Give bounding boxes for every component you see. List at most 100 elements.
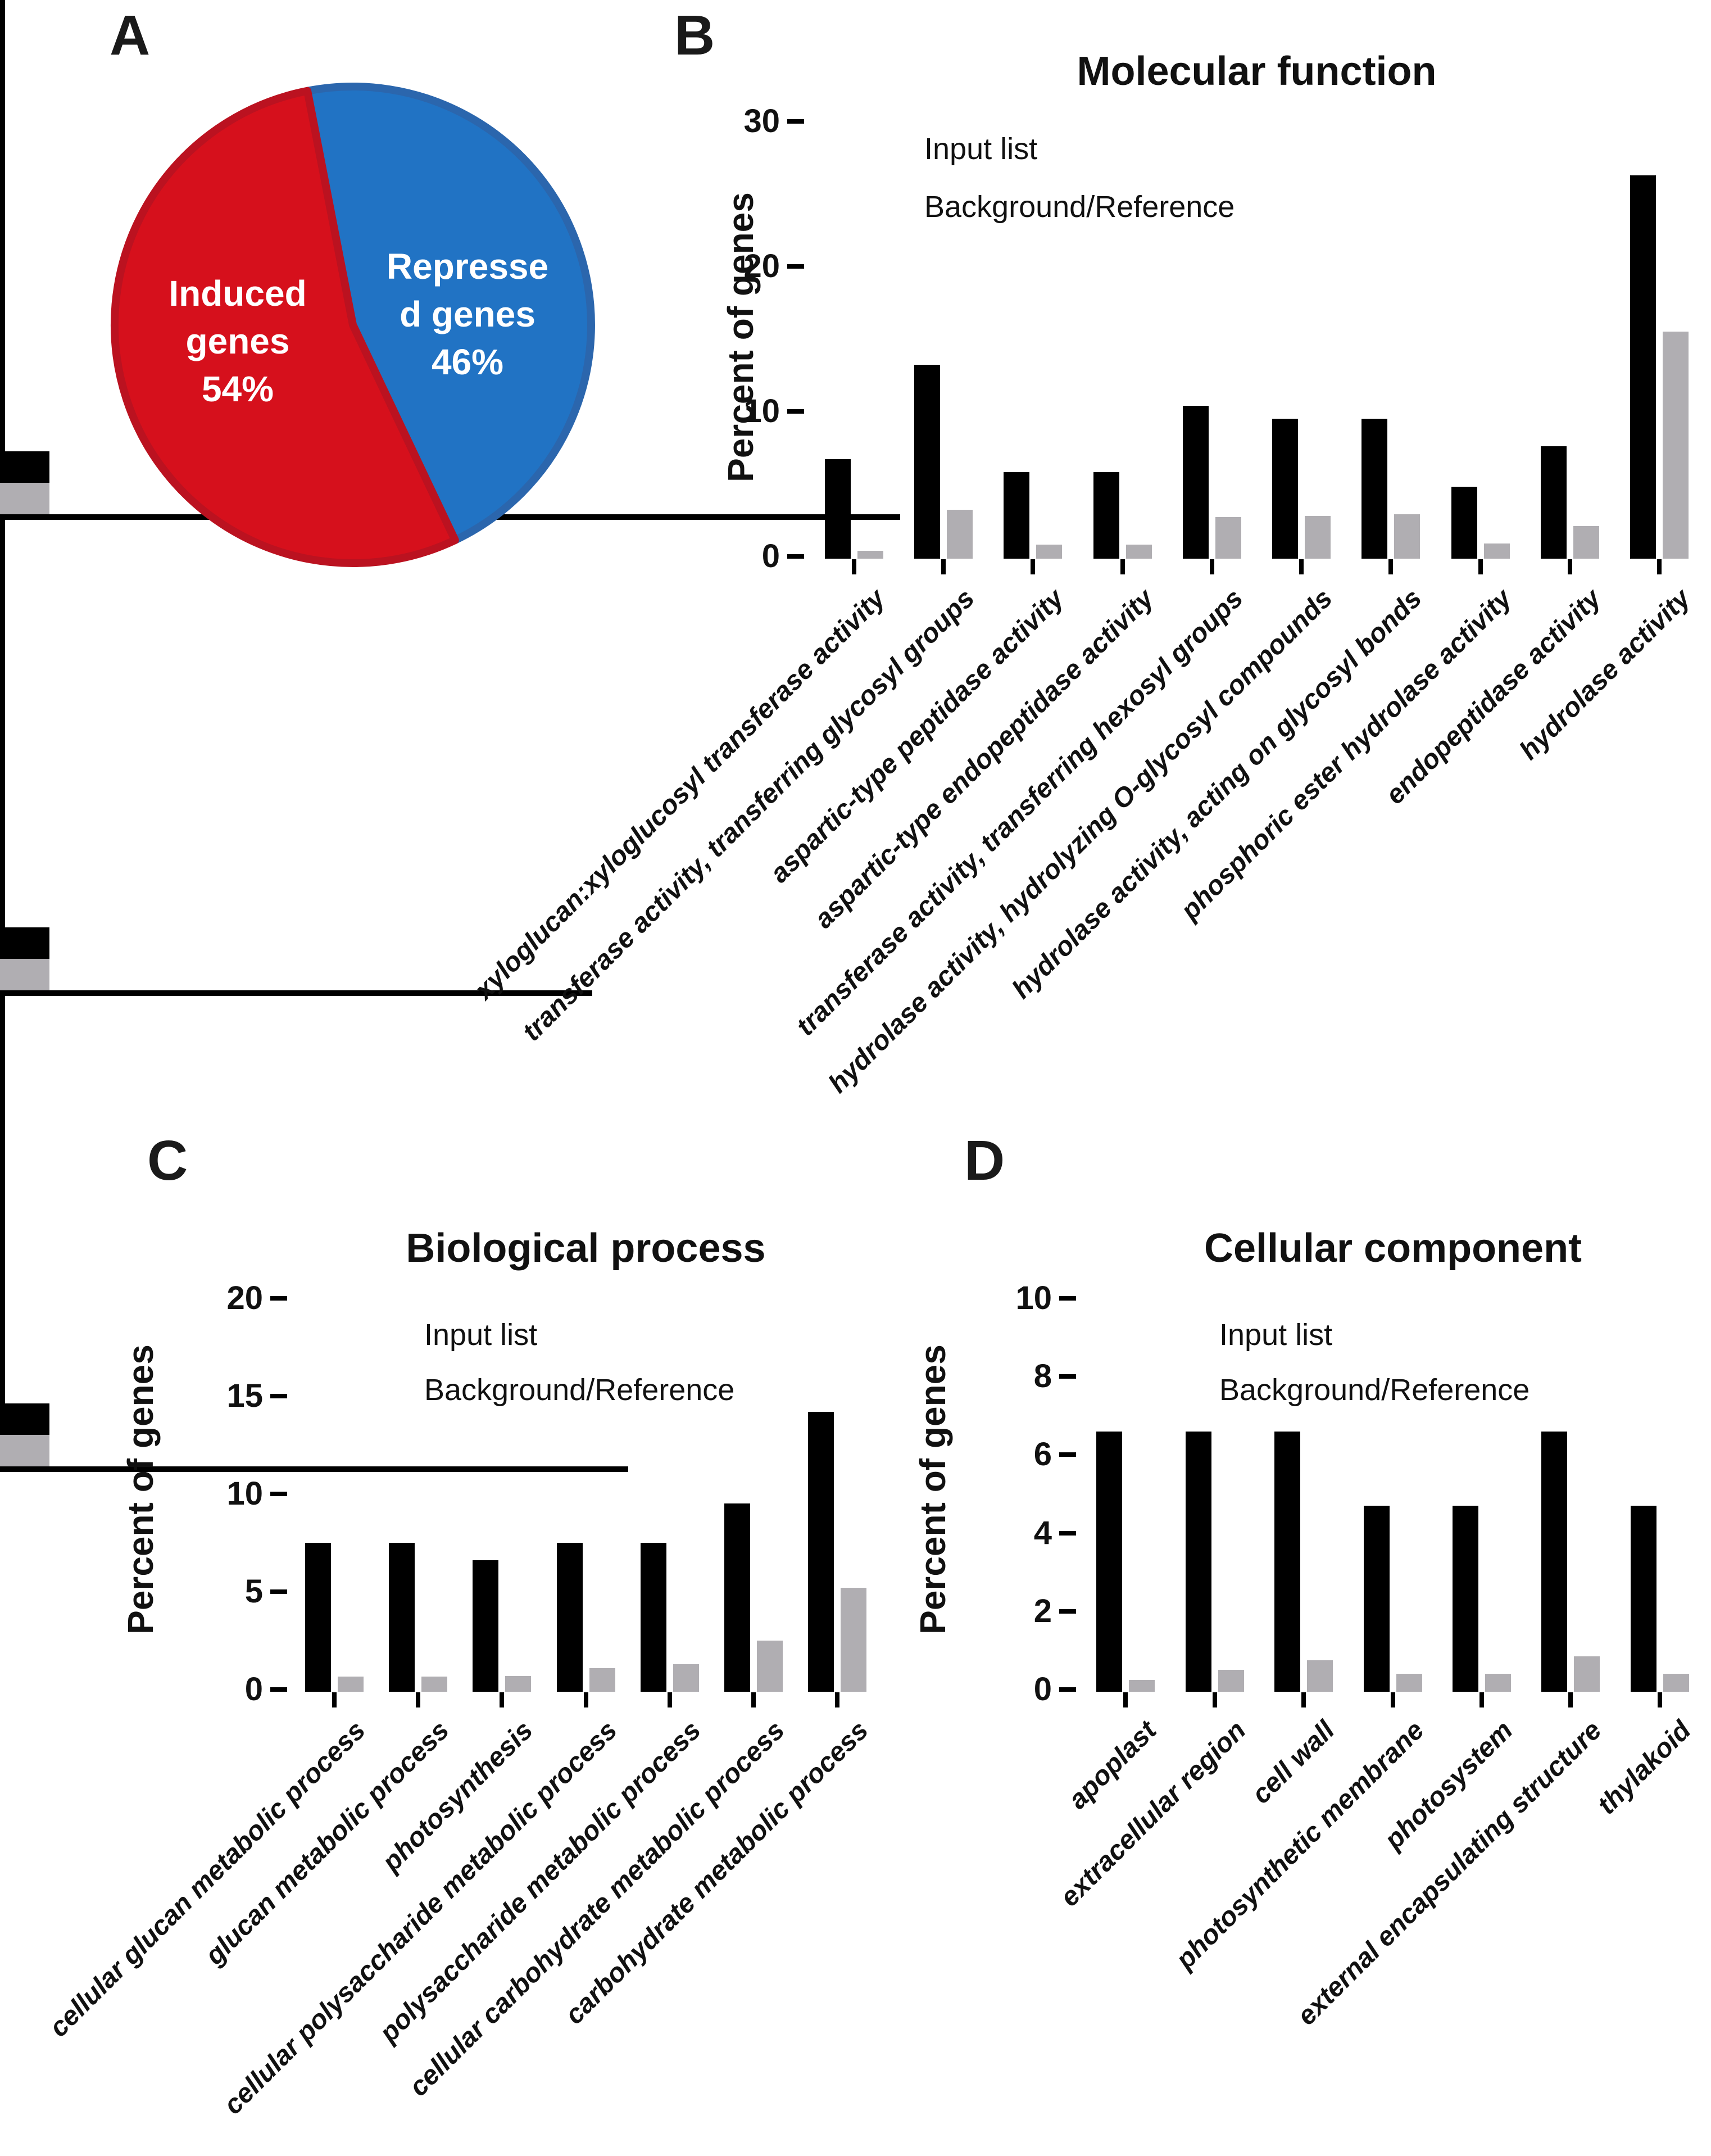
panel-c-ytick-label-0: 0 [244,1671,263,1707]
panel-c-xtick-1 [415,1692,420,1707]
panel-b-bar-background-8 [1573,526,1600,559]
panel-b-legend-swatch-input-list [0,451,49,483]
panel-c-bar-input-2 [473,1560,499,1692]
panel-b-bar-input-2 [1004,472,1030,559]
panel-c-bar-background-0 [337,1677,364,1692]
panel-d-xtick-1 [1212,1692,1217,1707]
panel-b-bar-input-3 [1093,472,1119,559]
panel-c-legend-swatch-input-list [0,927,49,959]
panel-c-ytick-0 [270,1687,287,1692]
panel-b-bar-background-9 [1663,332,1689,559]
panel-d-bar-background-5 [1574,1656,1600,1692]
panel-d-ytick-2 [1059,1609,1076,1614]
panel-c-bar-background-6 [841,1588,867,1692]
panel-d-ytick-10 [1059,1296,1076,1301]
panel-b-ytick-label-0: 0 [761,538,780,574]
panel-d-bar-input-2 [1274,1431,1301,1692]
panel-b-bar-input-7 [1451,487,1477,559]
panel-d-xtick-4 [1479,1692,1484,1707]
pie-slice-label-repressed-genes: Represse d genes 46% [386,246,549,382]
panel-c-bar-background-3 [589,1668,615,1692]
panel-b-bar-background-4 [1215,517,1241,559]
panel-d-xtick-2 [1301,1692,1306,1707]
panel-b-ytick-10 [787,409,804,414]
panel-c-ytick-5 [270,1589,287,1594]
panel-d-legend-swatch-background-reference [0,1435,49,1466]
panel-b-bar-background-3 [1125,545,1152,559]
panel-c-x-axis [0,990,592,996]
panel-b-xtick-8 [1568,559,1573,574]
panel-c-legend-label-background-reference: Background/Reference [424,1373,735,1407]
panel-c-ytick-label-15: 15 [226,1378,263,1414]
panel-d-ytick-label-8: 8 [1033,1358,1052,1395]
panel-b-xtick-9 [1657,559,1662,574]
panel-b-xtick-0 [851,559,856,574]
panel-c-bar-background-5 [757,1641,783,1692]
panel-d-bar-input-6 [1630,1505,1656,1692]
panel-b-xtick-2 [1031,559,1036,574]
panel-d-xtick-0 [1123,1692,1128,1707]
panel-d-xtick-5 [1568,1692,1573,1707]
panel-b-ytick-30 [787,119,804,124]
panel-c-y-axis [0,520,5,927]
panel-d-ytick-label-0: 0 [1033,1671,1052,1707]
panel-d-ytick-label-10: 10 [1015,1280,1052,1316]
panel-d-bar-input-5 [1541,1431,1568,1692]
panel-d-legend-label-background-reference: Background/Reference [1219,1373,1530,1407]
panel-b-ytick-0 [787,554,804,559]
panel-d-bar-background-6 [1663,1674,1689,1692]
panel-b-bar-input-6 [1361,418,1388,559]
panel-c-bar-background-2 [505,1675,532,1692]
panel-d-xtick-3 [1390,1692,1395,1707]
panel-b-bar-background-6 [1394,514,1420,559]
panel-b-xtick-5 [1299,559,1304,574]
panel-b-xtick-3 [1120,559,1125,574]
pie-slice-repressed-genes [303,83,595,544]
panel-d-bar-input-4 [1452,1505,1478,1692]
panel-d-ytick-0 [1059,1687,1076,1692]
panel-d-ytick-4 [1059,1530,1076,1536]
panel-b-xtick-6 [1388,559,1394,574]
panel-d-ytick-label-4: 4 [1033,1514,1052,1551]
panel-d-bar-input-0 [1096,1431,1123,1692]
panel-b-ytick-label-10: 10 [743,393,780,429]
panel-c-ytick-20 [270,1296,287,1301]
panel-c-xtick-0 [332,1692,337,1707]
panel-b-xtick-4 [1209,559,1214,574]
panel-d-ytick-6 [1059,1452,1076,1457]
pie-slice-induced-genes [110,87,459,568]
panel-d-bar-background-2 [1307,1660,1333,1692]
panel-b-bar-input-5 [1272,418,1299,559]
panel-c-bar-input-6 [808,1411,834,1692]
panel-b-bar-input-9 [1630,175,1656,559]
panel-b-bar-background-0 [857,550,883,559]
panel-c-xtick-5 [751,1692,756,1707]
panel-c-xtick-4 [667,1692,672,1707]
panel-d-bar-input-1 [1185,1431,1211,1692]
panel-c-y-axis-label: Percent of genes [120,1344,161,1634]
panel-b-bar-background-7 [1483,543,1510,559]
panel-b-y-axis [0,0,5,451]
panel-d-y-axis [0,996,5,1403]
panel-b-title: Molecular function [1077,49,1437,94]
panel-c-xtick-2 [500,1692,505,1707]
panel-c-ytick-label-20: 20 [226,1280,263,1316]
panel-b-bar-background-1 [947,510,973,559]
panel-d-ytick-label-6: 6 [1033,1436,1052,1473]
panel-b-ytick-20 [787,264,804,269]
panel-b-legend-label-input-list: Input list [924,132,1038,166]
panel-c-letter: C [147,1129,188,1192]
panel-c-ytick-10 [270,1492,287,1496]
panel-b-bar-background-5 [1305,515,1331,559]
panel-c-bar-background-1 [421,1677,447,1692]
panel-c-ytick-label-10: 10 [226,1475,263,1512]
pie-chart [110,83,595,568]
panel-b-y-axis-label: Percent of genes [720,192,761,482]
pie-slice-label-induced-genes: Induced genes 54% [169,273,307,409]
panel-b-bar-input-4 [1182,405,1209,559]
panel-d-bar-input-3 [1363,1505,1390,1692]
panel-c-xtick-3 [583,1692,588,1707]
panel-c-title: Biological process [406,1226,766,1271]
panel-d-legend-swatch-input-list [0,1403,49,1435]
